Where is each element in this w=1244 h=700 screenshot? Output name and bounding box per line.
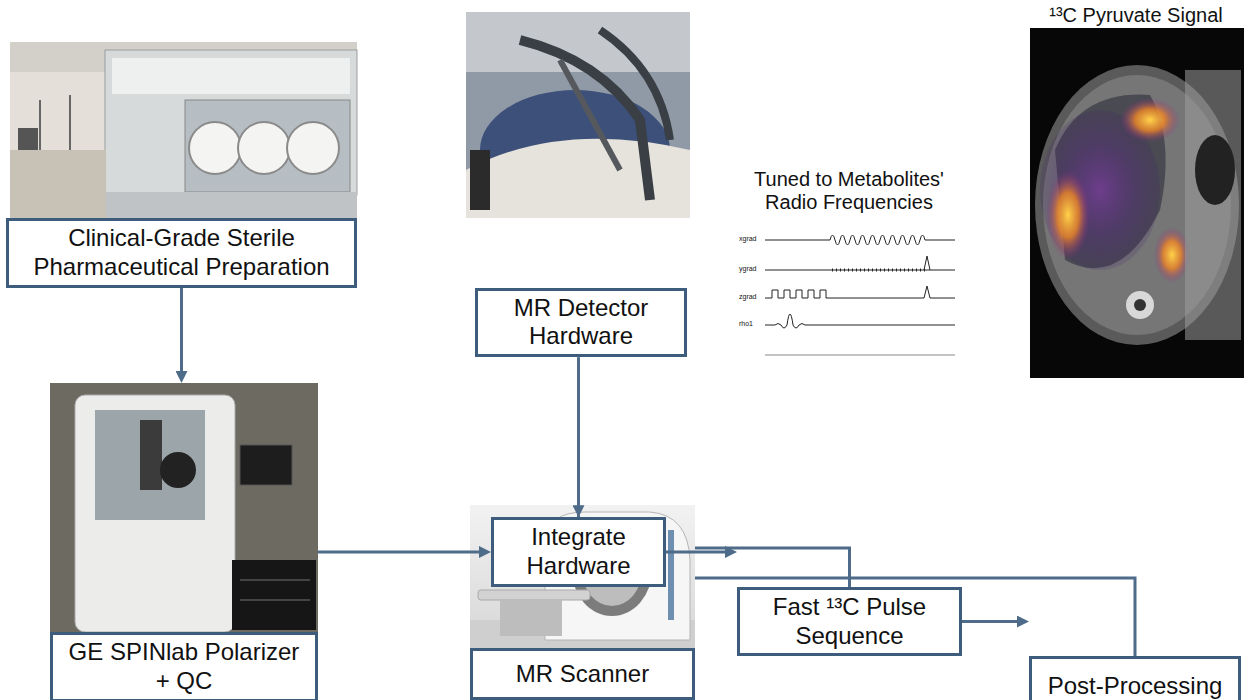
cleanroom-photo-part [112, 58, 350, 94]
flow-arrow [577, 357, 580, 509]
pulse-sequence-plot-part [765, 314, 955, 328]
polarizer-photo-part [240, 445, 292, 485]
polarizer-photo-part [50, 383, 318, 632]
polarizer-box: GE SPINlab Polarizer + QC [50, 383, 318, 700]
post-processing-box: Post-Processing [1029, 656, 1241, 700]
cleanroom-photo-part [185, 100, 350, 192]
mri-image-part [1030, 28, 1244, 378]
cleanroom-photo-part [105, 192, 357, 218]
pulse-sequence-plot-part [737, 228, 962, 370]
cleanroom-photo-part [189, 122, 241, 174]
box-label: Post-Processing [1048, 672, 1223, 700]
polarizer-photo-part [240, 599, 310, 601]
trace-name: rho1 [739, 320, 765, 328]
polarizer-photo-part [95, 410, 205, 520]
pulse-sequence-plot-part [765, 286, 955, 298]
trace-name: xgrad [739, 235, 765, 243]
pulse-sequence-plot-part [924, 256, 930, 270]
cleanroom-photo-part [105, 50, 357, 195]
flow-arrow [180, 288, 183, 375]
flow-arrow [666, 550, 729, 553]
scanner-photo-part [478, 590, 590, 600]
mri-image [1030, 28, 1244, 378]
pulse-sequence-plot [737, 228, 962, 370]
flow-arrow [318, 550, 483, 553]
caption-box: MR Scanner [470, 648, 695, 700]
detector-photo-part [470, 150, 490, 210]
mri-image-part [1120, 98, 1180, 142]
mri-image-part [1185, 70, 1241, 340]
pulse-sequence-plot-part [765, 355, 955, 356]
scanner-photo-part [668, 530, 674, 620]
cleanroom-photo-part [18, 128, 38, 150]
cleanroom-photo-part [238, 122, 290, 174]
cleanroom-photo-part [39, 100, 41, 150]
photo-slot [50, 383, 318, 632]
pulse-sequence-plot-part [832, 269, 925, 272]
cleanroom-photo-part [10, 150, 106, 218]
photo-slot [470, 505, 695, 648]
polarizer-photo-part [160, 452, 196, 488]
detector-photo-part [600, 30, 670, 140]
box-label: GE SPINlab Polarizer + QC [61, 638, 307, 696]
box-label: Fast ¹³C Pulse Sequence [748, 593, 951, 651]
figure-title: ¹³C Pyruvate Signal [1030, 4, 1242, 27]
prep-box: Clinical-Grade Sterile Pharmaceutical Pr… [6, 218, 357, 288]
pulse-sequence-plot-part [765, 270, 955, 271]
integrate-box: Integrate Hardware [491, 517, 666, 587]
scanner-photo [470, 505, 695, 648]
scanner-box: MR Scanner [470, 505, 695, 700]
detector-photo-part [466, 12, 690, 218]
detector-photo [466, 12, 690, 218]
scanner-photo-part [500, 600, 562, 636]
mri-image-part [1154, 227, 1190, 283]
detector-box: MR Detector Hardware [475, 288, 687, 358]
mri-image-part [1195, 135, 1235, 205]
detector-photo-part [466, 139, 690, 218]
cleanroom-photo-part [287, 122, 339, 174]
mri-image-part [1126, 291, 1154, 319]
box-label: MR Scanner [516, 660, 649, 689]
caption-box: GE SPINlab Polarizer + QC [50, 632, 318, 700]
cleanroom-photo-part [10, 42, 357, 218]
mri-image-part [1046, 170, 1090, 260]
trace-name: zgrad [739, 293, 765, 301]
polarizer-photo-part [140, 420, 162, 490]
polarizer-photo [50, 383, 318, 632]
scanner-photo-part [470, 505, 695, 648]
box-label: Clinical-Grade Sterile Pharmaceutical Pr… [17, 224, 346, 282]
figure-title: Tuned to Metabolites' Radio Frequencies [727, 168, 971, 214]
detector-photo-part [520, 40, 650, 200]
mri-image-part [1134, 299, 1146, 311]
trace-name: ygrad [739, 265, 765, 273]
pulse-sequence-box: Fast ¹³C Pulse Sequence [737, 587, 962, 657]
cleanroom-photo-part [69, 95, 71, 150]
flow-arrow [962, 620, 1021, 623]
pulse-sequence-plot-part [765, 235, 955, 245]
polarizer-photo-part [240, 579, 310, 581]
cleanroom-photo [10, 42, 357, 218]
detector-photo-part [560, 60, 620, 170]
box-label: Integrate Hardware [502, 523, 655, 581]
polarizer-photo-part [232, 560, 316, 630]
box-label: MR Detector Hardware [486, 294, 676, 352]
polarizer-photo-part [75, 395, 235, 632]
